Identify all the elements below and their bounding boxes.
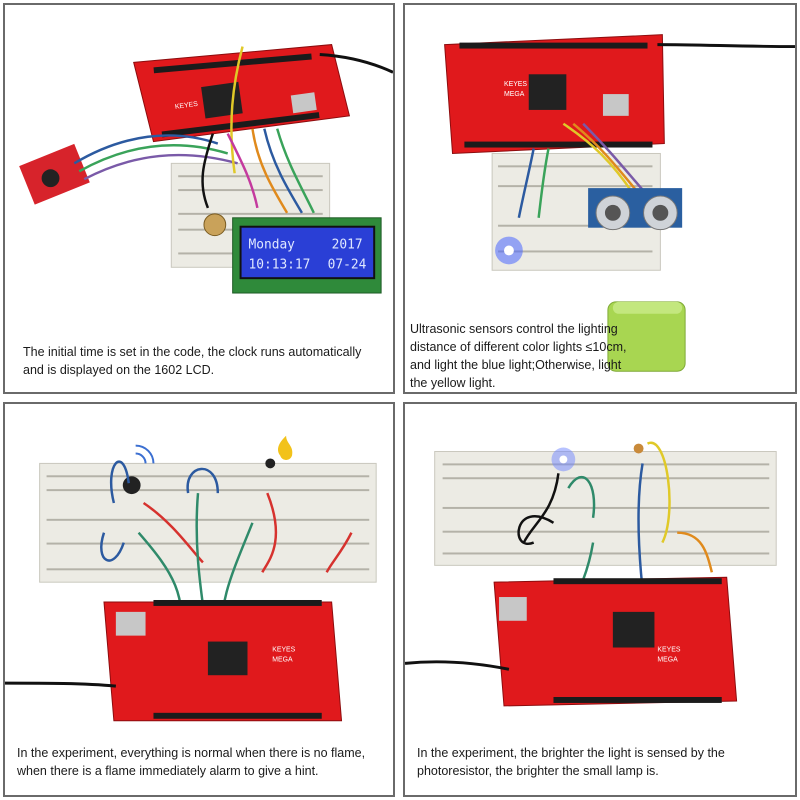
board-brand-label: KEYES: [657, 646, 680, 653]
board-brand-label: KEYES: [272, 646, 295, 653]
obstacle-cube: [607, 301, 686, 372]
rtc-module: [19, 143, 90, 205]
blue-led: [503, 245, 514, 256]
breadboard-holes: [46, 475, 370, 571]
flame-icon: [278, 435, 293, 460]
board-brand-label: KEYES: [175, 101, 199, 111]
panel-clock-lcd: KEYES: [3, 3, 395, 394]
breadboard: [39, 462, 377, 583]
led: [559, 455, 568, 464]
arduino-board: KEYES MEGA: [493, 576, 738, 707]
lcd-line2-right: 07-24: [328, 257, 367, 272]
panel-ultrasonic: KEYES MEGA: [403, 3, 797, 394]
caption-photoresistor: In the experiment, the brighter the ligh…: [417, 746, 725, 778]
power-cable: [319, 53, 393, 74]
photo-photoresistor-experiment: KEYES MEGA: [405, 441, 777, 707]
ultrasonic-sensor: [588, 188, 683, 231]
panel-photoresistor: KEYES MEGA In the experiment, the bright…: [403, 402, 797, 797]
arduino-board: KEYES MEGA: [444, 34, 665, 154]
lcd-1602: Monday 2017 10:13:17 07-24: [232, 217, 382, 294]
board-model-label: MEGA: [657, 656, 678, 663]
caption-ultrasonic: Ultrasonic sensors control the lighting …: [410, 322, 627, 390]
lcd-line1-left: Monday: [248, 237, 295, 252]
photo-clock-experiment: KEYES: [19, 44, 393, 294]
photo-flame-experiment: KEYES MEGA: [5, 435, 377, 722]
power-cable: [5, 681, 116, 688]
board-brand-label: KEYES: [504, 81, 527, 88]
photo-ultrasonic-experiment: KEYES MEGA: [444, 34, 795, 372]
photoresistor: [633, 443, 644, 454]
flame-sensor: [265, 458, 276, 469]
caption-clock: The initial time is set in the code, the…: [23, 345, 362, 377]
arduino-board: KEYES: [133, 44, 351, 143]
potentiometer: [203, 213, 227, 237]
board-model-label: MEGA: [272, 656, 293, 663]
arduino-board: KEYES MEGA: [103, 599, 343, 722]
breadboard-holes: [498, 165, 653, 253]
lcd-line1-right: 2017: [332, 237, 363, 252]
caption-flame: In the experiment, everything is normal …: [17, 746, 366, 778]
lcd-line2-left: 10:13:17: [248, 257, 310, 272]
panel-flame-alarm: KEYES MEGA In the experiment, everything…: [3, 402, 395, 797]
jumper-wires: [73, 46, 315, 214]
buzzer-signal-icon: [135, 444, 155, 464]
breadboard-holes: [442, 463, 770, 555]
power-cable: [405, 660, 510, 671]
buzzer: [122, 476, 141, 495]
power-cable: [657, 43, 795, 49]
board-model-label: MEGA: [504, 91, 525, 98]
